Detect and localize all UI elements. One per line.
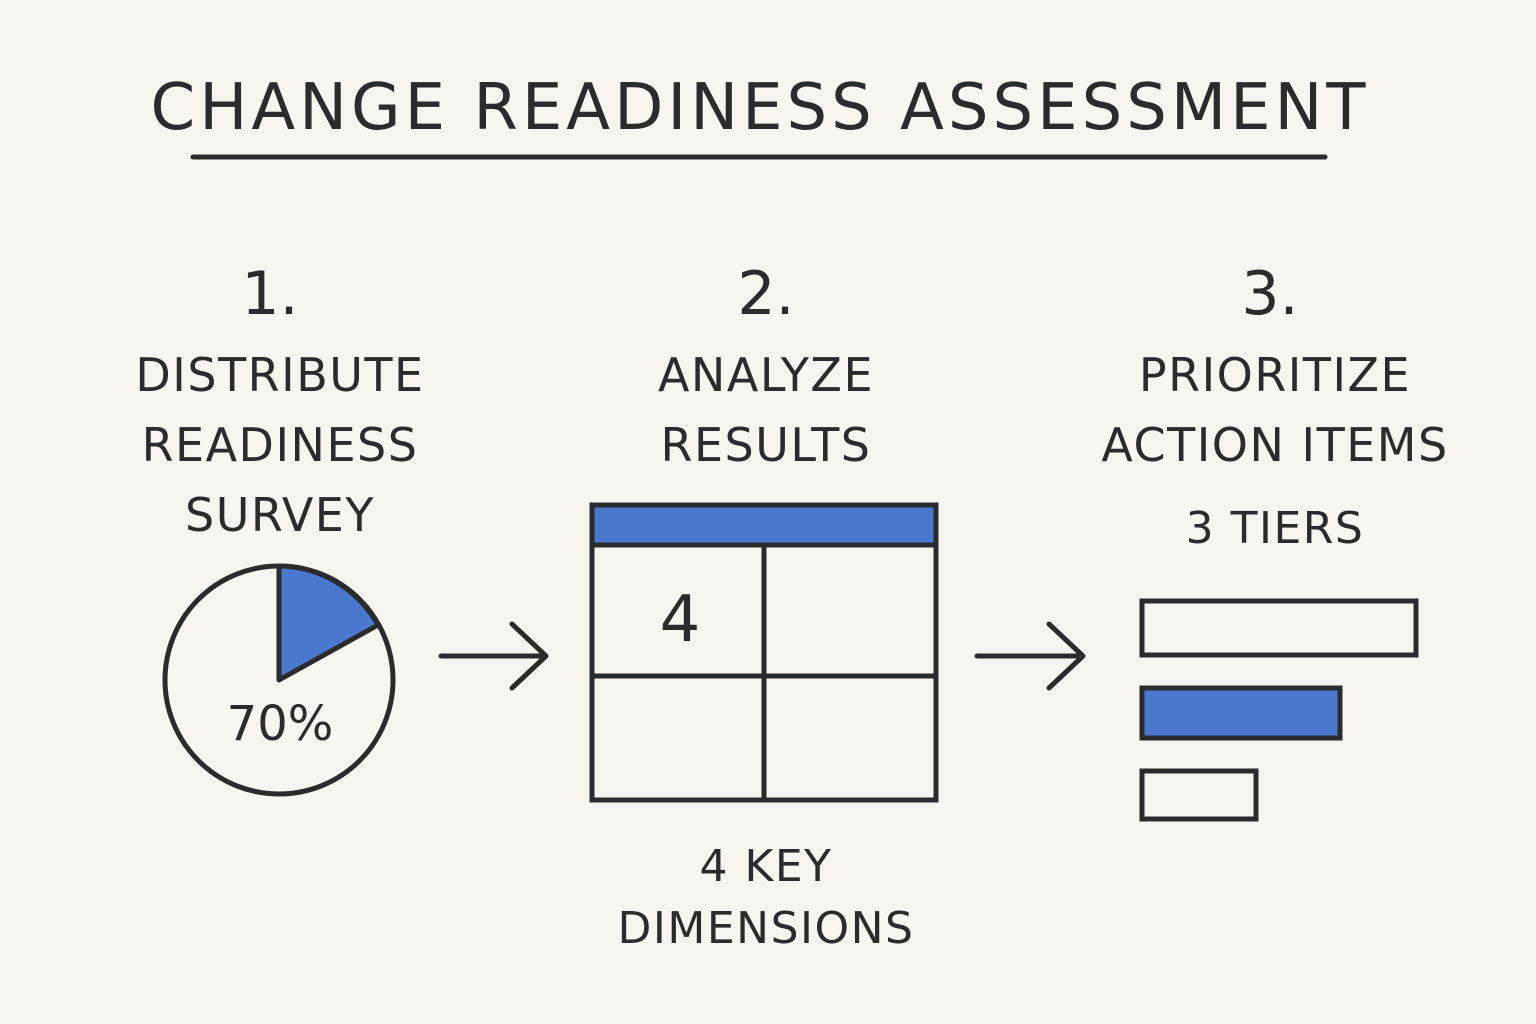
grid-table-icon: [589, 502, 939, 803]
pie-icon: [162, 563, 396, 797]
survey-percent-label: 70%: [226, 696, 334, 752]
tier-bar-1: [1139, 598, 1419, 658]
step-1-number: 1.: [241, 259, 299, 329]
step-3-number: 3.: [1241, 259, 1299, 329]
step-3-title: PRIORITIZE ACTION ITEMS: [1101, 348, 1449, 472]
tier-bars-icon: [1139, 598, 1419, 822]
table-header-bar: [592, 505, 936, 545]
tier-bar-2: [1139, 685, 1343, 741]
pie-highlight-slice: [276, 563, 381, 683]
step-2-number: 2.: [737, 259, 795, 329]
arrow-right-icon: [974, 621, 1086, 691]
dimensions-caption: 4 KEY DIMENSIONS: [617, 841, 915, 954]
page-title: CHANGE READINESS ASSESSMENT: [150, 71, 1370, 145]
tier-bar-3: [1139, 768, 1259, 822]
arrow-right-icon: [438, 621, 549, 691]
tiers-caption: 3 TIERS: [1185, 503, 1365, 554]
title-underline: [190, 153, 1328, 160]
step-1-title: DISTRIBUTE READINESS SURVEY: [135, 348, 425, 542]
step-2-title: ANALYZE RESULTS: [657, 348, 875, 472]
table-cell-value: 4: [659, 583, 701, 657]
